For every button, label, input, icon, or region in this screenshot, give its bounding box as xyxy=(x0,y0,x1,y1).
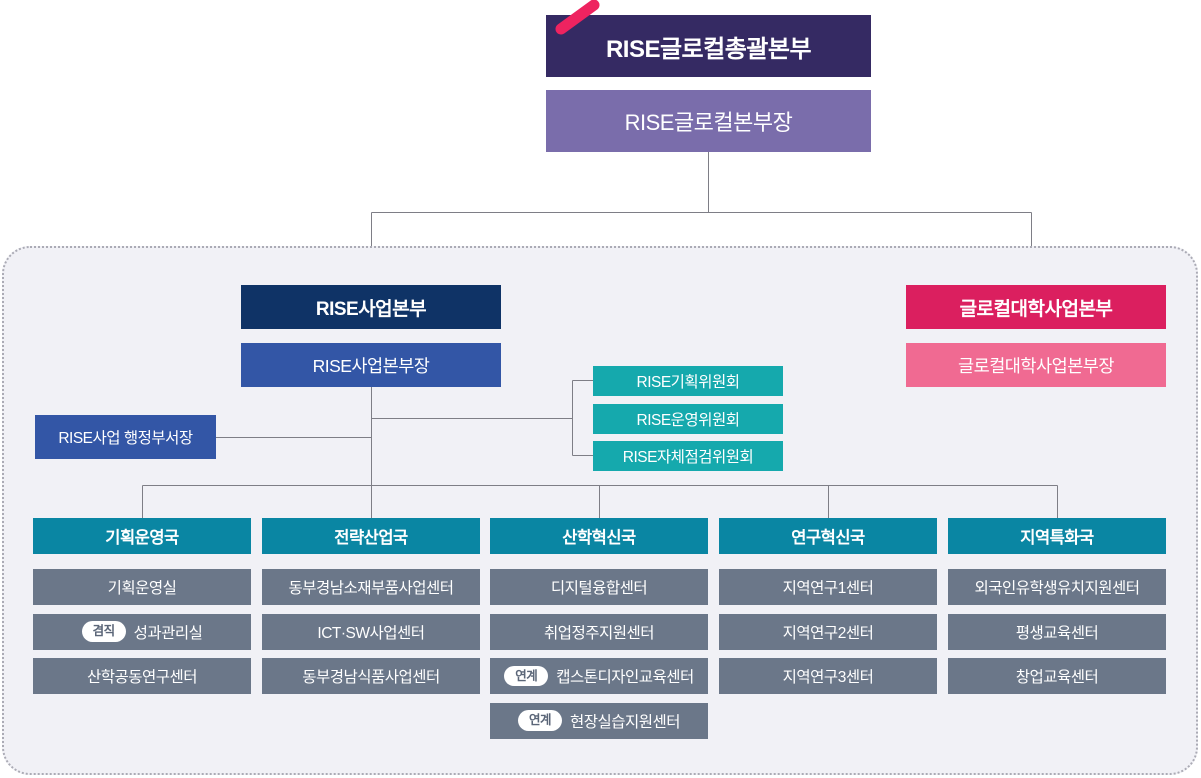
rise-division-box: RISE사업본부 xyxy=(241,285,501,329)
unit-box: 산학공동연구센터 xyxy=(33,658,251,694)
unit-box: 외국인유학생유치지원센터 xyxy=(948,569,1166,605)
dept-header: 연구혁신국 xyxy=(719,518,937,554)
unit-label: 성과관리실 xyxy=(133,624,203,642)
unit-label: 동부경남식품사업센터 xyxy=(302,669,440,686)
dept-column-research-innovation: 연구혁신국 지역연구1센터 지역연구2센터 지역연구3센터 xyxy=(719,518,937,703)
committee-self-inspection: RISE자체점검위원회 xyxy=(593,441,783,471)
glocal-division-box: 글로컬대학사업본부 xyxy=(906,285,1166,329)
committee-operation: RISE운영위원회 xyxy=(593,404,783,434)
unit-box: 기획운영실 xyxy=(33,569,251,605)
unit-label: 캡스톤디자인교육센터 xyxy=(556,669,694,686)
unit-box: 연계 캡스톤디자인교육센터 xyxy=(490,658,708,694)
committee-planning: RISE기획위원회 xyxy=(593,366,783,396)
unit-box: 평생교육센터 xyxy=(948,613,1166,650)
unit-label: 산학공동연구센터 xyxy=(86,669,198,686)
unit-label: 기획운영실 xyxy=(107,580,177,597)
dept-header: 기획운영국 xyxy=(33,518,251,554)
unit-box: 지역연구2센터 xyxy=(719,613,937,650)
concurrent-badge: 겸직 xyxy=(81,621,126,642)
unit-label: ICT·SW사업센터 xyxy=(317,624,425,642)
unit-box: 연계 현장실습지원센터 xyxy=(490,702,708,739)
dept-header: 산학혁신국 xyxy=(490,518,708,554)
unit-label: 창업교육센터 xyxy=(1015,669,1099,686)
linked-badge: 연계 xyxy=(504,665,549,687)
dept-header: 지역특화국 xyxy=(948,518,1166,554)
unit-box: 창업교육센터 xyxy=(948,658,1166,694)
unit-box: 디지털융합센터 xyxy=(490,569,708,605)
unit-box: 지역연구3센터 xyxy=(719,658,937,694)
unit-label: 외국인유학생유치지원센터 xyxy=(974,580,1140,597)
unit-box: 취업정주지원센터 xyxy=(490,613,708,650)
dept-column-regional-specialization: 지역특화국 외국인유학생유치지원센터 평생교육센터 창업교육센터 xyxy=(948,518,1166,703)
rise-admin-dept-head-box: RISE사업 행정부서장 xyxy=(35,415,216,459)
unit-box: 동부경남식품사업센터 xyxy=(262,658,480,694)
glocal-division-head-box: 글로컬대학사업본부장 xyxy=(906,343,1166,387)
unit-label: 지역연구1센터 xyxy=(782,580,874,597)
unit-label: 디지털융합센터 xyxy=(550,580,648,597)
root-director-box: RISE글로컬본부장 xyxy=(546,90,871,152)
dept-column-planning-operation: 기획운영국 기획운영실 겸직 성과관리실 산학공동연구센터 xyxy=(33,518,251,703)
dept-column-strategic-industry: 전략산업국 동부경남소재부품사업센터 ICT·SW사업센터 동부경남식품사업센터 xyxy=(262,518,480,703)
unit-box: 동부경남소재부품사업센터 xyxy=(262,569,480,605)
unit-label: 현장실습지원센터 xyxy=(569,713,681,731)
unit-label: 동부경남소재부품사업센터 xyxy=(288,580,454,597)
unit-label: 지역연구2센터 xyxy=(782,624,874,642)
linked-badge: 연계 xyxy=(517,710,562,731)
dept-header: 전략산업국 xyxy=(262,518,480,554)
unit-label: 취업정주지원센터 xyxy=(543,624,655,642)
dept-column-industry-academia-innovation: 산학혁신국 디지털융합센터 취업정주지원센터 연계 캡스톤디자인교육센터 연계 … xyxy=(490,518,708,747)
unit-box: 겸직 성과관리실 xyxy=(33,613,251,650)
unit-box: ICT·SW사업센터 xyxy=(262,613,480,650)
unit-label: 평생교육센터 xyxy=(1015,624,1099,642)
root-headquarters-box: RISE글로컬총괄본부 xyxy=(546,15,871,77)
unit-label: 지역연구3센터 xyxy=(782,669,874,686)
unit-box: 지역연구1센터 xyxy=(719,569,937,605)
rise-division-head-box: RISE사업본부장 xyxy=(241,343,501,387)
